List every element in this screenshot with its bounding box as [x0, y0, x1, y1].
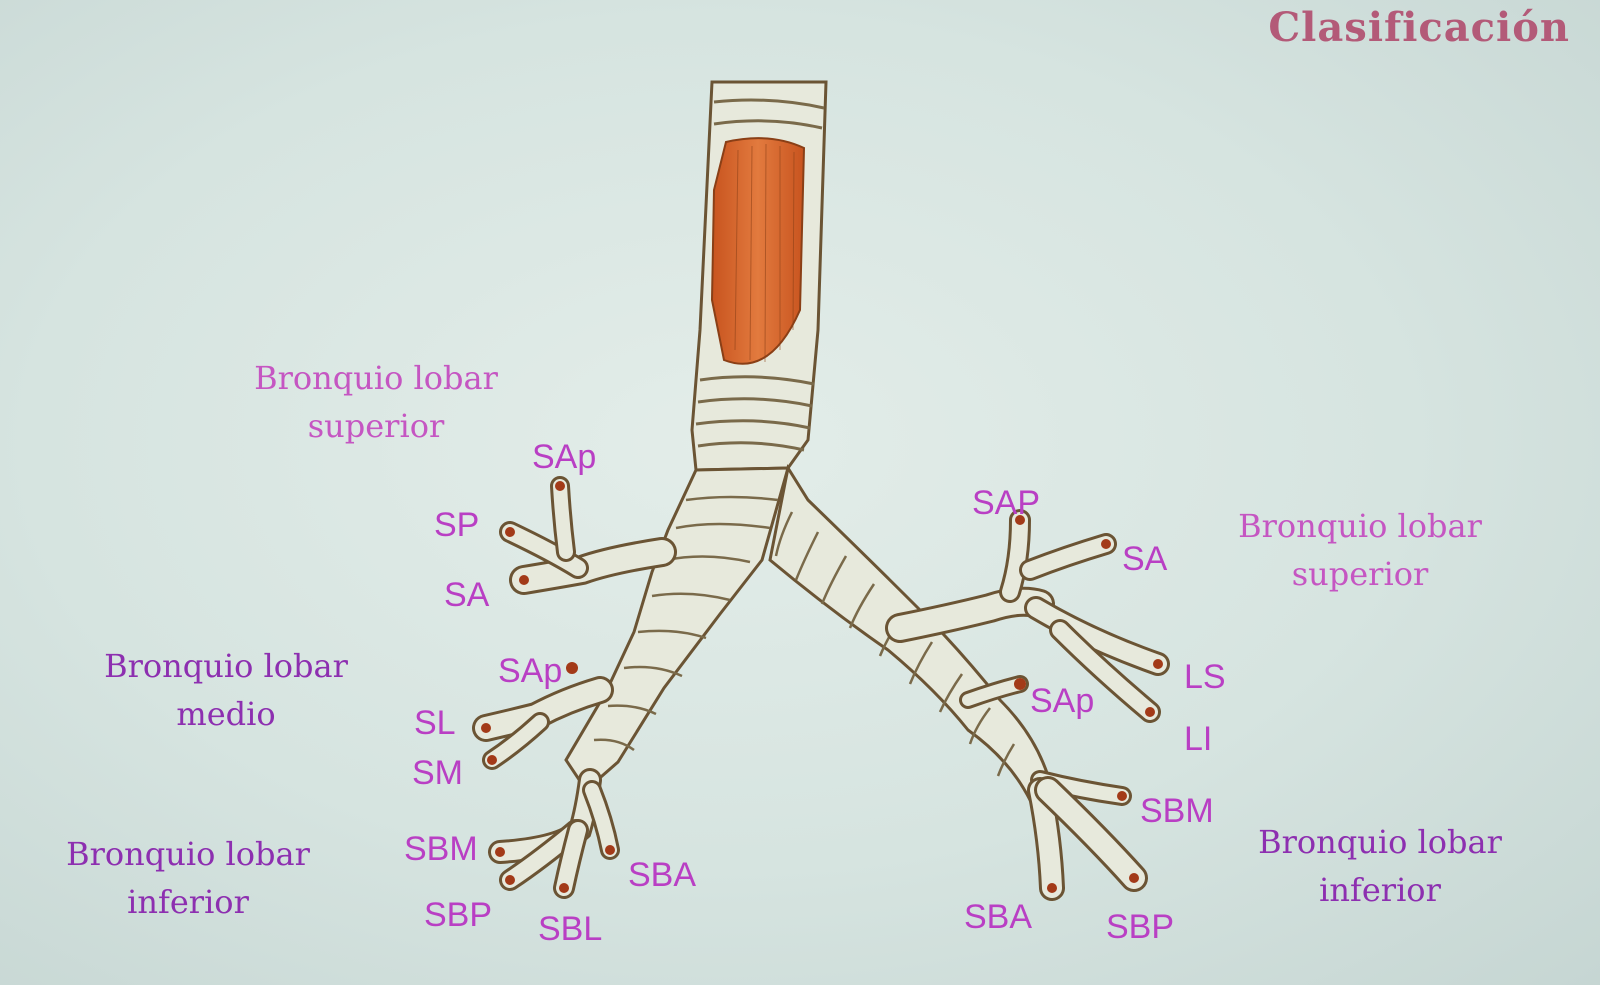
lobe-label-line1: Bronquio lobar [56, 642, 396, 690]
left-upper-lobe-label: Bronquio lobar superior [1190, 502, 1530, 598]
trachealis-muscle [712, 138, 804, 364]
lobe-label-line2: inferior [1210, 866, 1550, 914]
right-lower-lobe-label: Bronquio lobar inferior [18, 830, 358, 926]
lobe-label-line1: Bronquio lobar [1190, 502, 1530, 550]
left-lower-lobe-label: Bronquio lobar inferior [1210, 818, 1550, 914]
right-segment-sba-label: SBA [628, 858, 696, 892]
right-segment-sbm-label: SBM [404, 832, 478, 866]
lobe-label-line2: superior [1190, 550, 1530, 598]
lobe-label-line2: medio [56, 690, 396, 738]
left-segment-ls-label: LS [1184, 660, 1226, 694]
left-segment-sap-label: SAP [972, 486, 1040, 520]
right-segment-sap-label: SAp [532, 440, 596, 474]
trachea [692, 82, 826, 470]
right-upper-lobe-bronchus [510, 486, 662, 580]
left-segment-sa-label: SA [1122, 542, 1167, 576]
right-segment-sm-label: SM [412, 756, 463, 790]
left-segment-li-label: LI [1184, 722, 1212, 756]
lobe-label-line2: superior [206, 402, 546, 450]
right-lower-lobe-bronchus [500, 780, 610, 888]
right-segment-sp-label: SP [434, 508, 479, 542]
slide-title: Clasificación [1268, 4, 1570, 51]
left-segment-sbp-label: SBP [1106, 910, 1174, 944]
left-segment-sbm-label: SBM [1140, 794, 1214, 828]
lobe-label-line1: Bronquio lobar [206, 354, 546, 402]
right-segment-sap-medio-label: SAp [498, 654, 562, 688]
left-segment-sba-label: SBA [964, 900, 1032, 934]
right-main-bronchus [566, 468, 788, 790]
lobe-label-line1: Bronquio lobar [1210, 818, 1550, 866]
lobe-label-line1: Bronquio lobar [18, 830, 358, 878]
lobe-label-line2: inferior [18, 878, 358, 926]
right-upper-lobe-label: Bronquio lobar superior [206, 354, 546, 450]
right-middle-lobe-label: Bronquio lobar medio [56, 642, 396, 738]
right-segment-sbp-label: SBP [424, 898, 492, 932]
left-segment-sap-inferior-label: SAp [1030, 684, 1094, 718]
right-segment-sl-label: SL [414, 706, 456, 740]
right-segment-sbl-label: SBL [538, 912, 602, 946]
right-segment-sa-label: SA [444, 578, 489, 612]
